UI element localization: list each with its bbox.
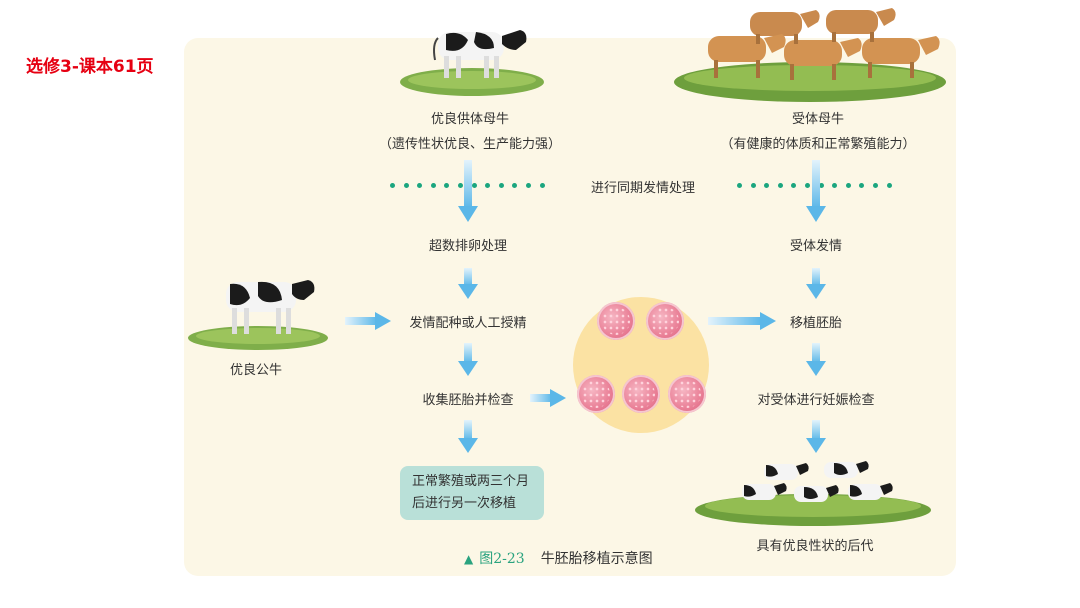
- step-transfer-embryo: 移植胚胎: [790, 312, 842, 331]
- note-box: 正常繁殖或两三个月 后进行另一次移植: [400, 466, 544, 520]
- arrow-right-icon: [530, 389, 566, 407]
- recipient-title: 受体母牛: [792, 108, 844, 127]
- page-reference: 选修3-课本61页: [26, 52, 154, 77]
- arrow-down-icon: [806, 420, 826, 454]
- donor-subtitle: （遗传性状优良、生产能力强）: [379, 133, 561, 152]
- recipient-subtitle: （有健康的体质和正常繁殖能力）: [720, 133, 915, 152]
- embryo-icon: [622, 375, 660, 413]
- embryo-icon: [668, 375, 706, 413]
- donor-cow-illustration: [398, 18, 546, 98]
- embryo-icon: [597, 302, 635, 340]
- step-collect-embryos: 收集胚胎并检查: [422, 389, 513, 408]
- arrow-down-icon: [806, 268, 826, 300]
- caption-title: 牛胚胎移植示意图: [541, 551, 653, 567]
- step-superovulation: 超数排卵处理: [429, 235, 507, 254]
- donor-title: 优良供体母牛: [431, 108, 509, 127]
- embryo-icon: [646, 302, 684, 340]
- figure-caption: ▲ 图2-23 牛胚胎移植示意图: [464, 548, 653, 568]
- offspring-calves-illustration: [694, 456, 932, 528]
- step-recipient-estrus: 受体发情: [790, 235, 842, 254]
- caption-marker-icon: ▲: [464, 552, 473, 566]
- offspring-label: 具有优良性状的后代: [756, 535, 873, 554]
- arrow-down-icon: [458, 420, 478, 454]
- bull-illustration: [186, 270, 332, 352]
- sync-label: 进行同期发情处理: [591, 177, 695, 196]
- step-insemination: 发情配种或人工授精: [409, 312, 526, 331]
- recipient-cows-illustration: [672, 4, 948, 104]
- arrow-right-icon: [345, 312, 391, 330]
- step-pregnancy-check: 对受体进行妊娠检查: [757, 389, 874, 408]
- arrow-down-icon: [458, 343, 478, 377]
- arrow-down-icon: [806, 343, 826, 377]
- note-line-2: 后进行另一次移植: [412, 493, 544, 515]
- arrow-down-icon: [458, 160, 478, 224]
- arrow-down-icon: [806, 160, 826, 224]
- bull-label: 优良公牛: [230, 359, 282, 378]
- note-line-1: 正常繁殖或两三个月: [412, 471, 544, 493]
- caption-figure-number: 图2-23: [479, 551, 524, 567]
- embryo-icon: [577, 375, 615, 413]
- arrow-down-icon: [458, 268, 478, 300]
- arrow-right-icon: [708, 312, 776, 330]
